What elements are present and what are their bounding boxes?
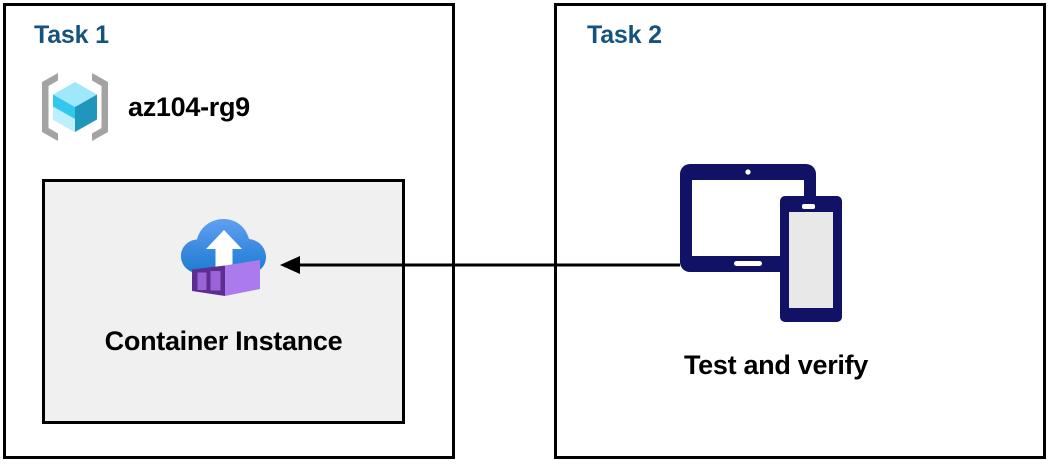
panel-task-1-title: Task 1 [34, 21, 109, 49]
resource-group-label: az104-rg9 [128, 91, 250, 122]
container-instance-label: Container Instance [104, 326, 343, 356]
test-and-verify-label: Test and verify [683, 350, 869, 380]
resource-group-row: az104-rg9 [36, 68, 250, 146]
azure-resource-group-icon [42, 73, 108, 141]
tablet-and-phone-icon [680, 164, 842, 322]
azure-container-instance-icon [180, 219, 266, 296]
panel-task-1: Task 1 az104-rg9 [3, 3, 455, 459]
flow-arrow [280, 256, 680, 274]
panel-task-2-title: Task 2 [587, 21, 662, 49]
container-instance-box: Container Instance [42, 179, 405, 424]
